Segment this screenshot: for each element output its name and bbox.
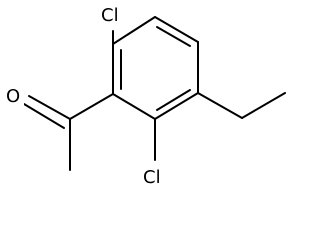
ring-bond-4 [154, 92, 199, 120]
acyl-bond [69, 93, 114, 120]
ethyl-bond-1 [197, 92, 243, 119]
cl-bottom-label-bg [141, 164, 171, 188]
oxygen-label-bg [4, 84, 24, 108]
cl-top-label: Cl [101, 5, 119, 26]
ring-double-bond-1 [156, 26, 191, 47]
carbonyl-bond-2 [23, 103, 65, 129]
structure-canvas: Cl Cl O [4, 3, 286, 188]
ring-bond-5 [112, 93, 156, 120]
oxygen-label: O [6, 86, 20, 107]
bond-layer [23, 16, 286, 171]
ethyl-bond-2 [241, 92, 286, 119]
molecule-diagram: Cl Cl O [4, 3, 286, 188]
ring-bond-2 [154, 16, 199, 43]
cl-top-label-bg [100, 3, 130, 27]
ring-double-bond-2 [156, 89, 191, 111]
atom-labels: Cl Cl O [4, 3, 171, 188]
carbonyl-bond-1 [28, 95, 71, 120]
cl-bottom-label: Cl [143, 167, 161, 188]
ring-bond-1 [112, 16, 156, 45]
